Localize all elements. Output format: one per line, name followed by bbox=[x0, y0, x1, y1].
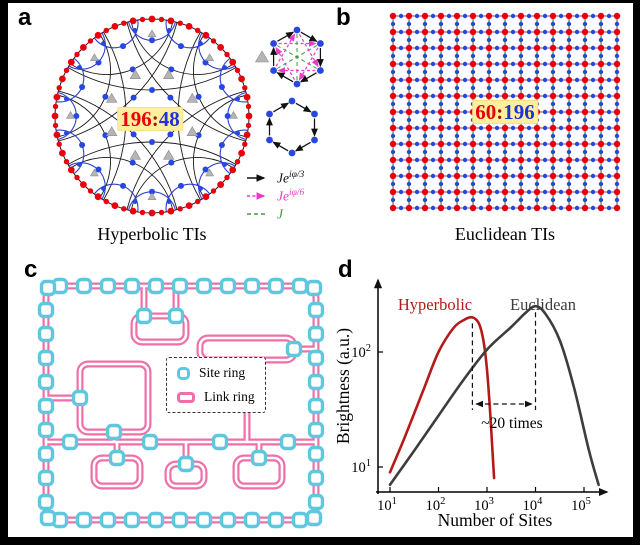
euclidean-ratio-right: 196 bbox=[503, 99, 535, 124]
hyperbolic-site-ratio-badge: 196:48 bbox=[117, 106, 183, 132]
svg-text:102: 102 bbox=[426, 496, 446, 514]
hyperbolic-ratio-right: 48 bbox=[158, 106, 180, 131]
panel-c-label: c bbox=[24, 256, 38, 283]
label-exponent: iφ/6 bbox=[288, 187, 305, 198]
legend-row-phi3: Jeiφ/3 bbox=[246, 170, 304, 185]
svg-text:102: 102 bbox=[351, 343, 371, 361]
axes bbox=[373, 278, 609, 497]
svg-text:Number of Sites: Number of Sites bbox=[438, 510, 553, 530]
site-rings bbox=[37, 277, 325, 529]
curves: Hyperbolic Euclidean bbox=[388, 295, 600, 487]
hyperbolic-ratio-left: 196 bbox=[120, 106, 152, 131]
curve-hyperbolic bbox=[388, 315, 496, 480]
euclidean-site-ratio-badge: 60:196 bbox=[472, 99, 538, 125]
link-ring-legend-row: Link ring bbox=[177, 389, 255, 405]
circuit-ring-network-graphic bbox=[37, 277, 325, 529]
panel-a-caption: Hyperbolic TIs bbox=[97, 224, 207, 244]
euclidean-series-label: Euclidean bbox=[510, 295, 576, 314]
ratio-annotation-text: ~20 times bbox=[481, 415, 542, 432]
svg-text:101: 101 bbox=[377, 496, 397, 514]
hyperbolic-lattice-graphic bbox=[51, 15, 253, 217]
unit-cell-ring-hopping bbox=[266, 97, 318, 157]
site-ring-icon bbox=[177, 366, 190, 380]
svg-text:103: 103 bbox=[474, 496, 494, 514]
solid-arrow-icon bbox=[247, 173, 266, 182]
link-ring-icon bbox=[177, 391, 195, 403]
ratio-colon: : bbox=[496, 99, 504, 124]
hopping-phi3-label: Jeiφ/3 bbox=[277, 169, 305, 185]
site-ring-label: Site ring bbox=[199, 365, 246, 380]
ratio-colon: : bbox=[151, 106, 159, 131]
unit-cell-insets bbox=[254, 26, 324, 157]
dashed-line-icon bbox=[247, 212, 268, 215]
hopping-j-label: J bbox=[277, 207, 283, 221]
legend-row-phi6: Jeiφ/6 bbox=[246, 188, 304, 203]
dashed-arrow-icon bbox=[247, 191, 266, 200]
hyperbolic-series-label: Hyperbolic bbox=[398, 295, 472, 314]
svg-text:105: 105 bbox=[571, 496, 591, 514]
link-ring-label: Link ring bbox=[204, 389, 255, 404]
site-ring-legend-row: Site ring bbox=[177, 365, 255, 381]
euclidean-lattice-graphic bbox=[389, 12, 621, 212]
panel-a-label: a bbox=[18, 4, 32, 31]
unit-cell-with-long-range-hoppings bbox=[254, 26, 324, 88]
label-exponent: iφ/3 bbox=[288, 169, 305, 180]
label-base: Je bbox=[277, 188, 289, 203]
svg-text:104: 104 bbox=[523, 496, 544, 514]
euclidean-ratio-left: 60 bbox=[475, 99, 497, 124]
panel-b-caption: Euclidean TIs bbox=[454, 224, 556, 244]
plaquette-triangles bbox=[66, 29, 238, 200]
label-base: J bbox=[277, 206, 283, 221]
ring-legend: Site ring Link ring bbox=[166, 357, 266, 413]
curve-euclidean bbox=[388, 304, 600, 487]
svg-text:101: 101 bbox=[351, 458, 371, 476]
panel-b-label: b bbox=[336, 4, 351, 31]
boundary-site-dots bbox=[51, 15, 253, 217]
vertex-site-dots bbox=[389, 12, 621, 212]
svg-text:Brightness (a.u.): Brightness (a.u.) bbox=[333, 328, 353, 444]
hopping-legend: Jeiφ/3 Jeiφ/6 J bbox=[246, 170, 304, 221]
panel-d-label: d bbox=[338, 256, 353, 283]
hopping-phi6-label: Jeiφ/6 bbox=[277, 187, 305, 203]
label-base: Je bbox=[277, 170, 289, 185]
legend-row-j: J bbox=[246, 206, 304, 221]
link-site-dots bbox=[390, 13, 620, 211]
ratio-annotation: ~20 times bbox=[471, 312, 543, 432]
